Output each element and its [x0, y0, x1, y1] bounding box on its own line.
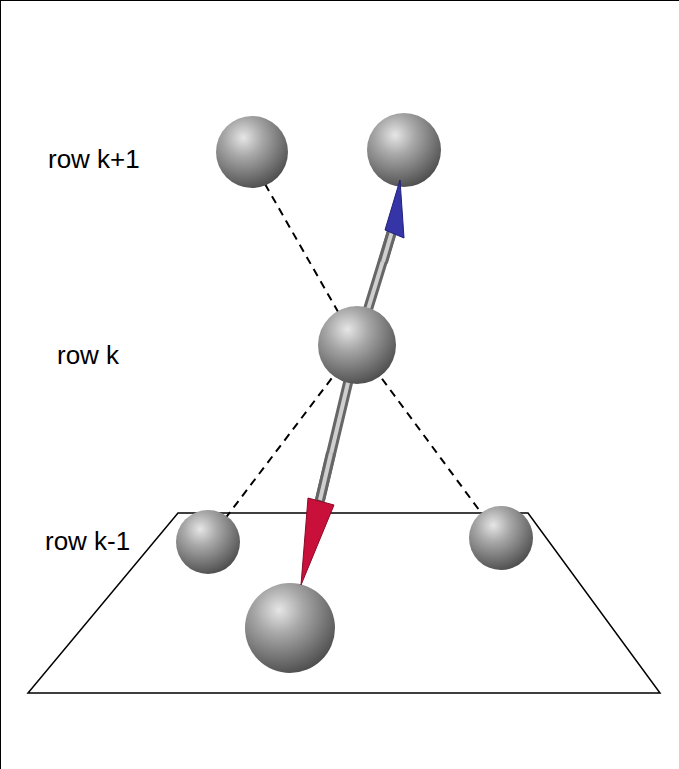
atom: [216, 116, 288, 188]
plane: [28, 513, 660, 693]
arrow-head-red: [301, 498, 334, 585]
atom: [176, 510, 240, 574]
atom: [469, 506, 533, 570]
atom: [367, 113, 441, 187]
bond-lines: [218, 184, 488, 528]
spin-arrow-rod: [320, 228, 393, 500]
arrow-head-blue: [385, 180, 404, 238]
row-label: row k-1: [45, 528, 130, 554]
atom: [245, 583, 335, 673]
row-label: row k: [57, 342, 119, 368]
atom: [318, 306, 396, 384]
row-label: row k+1: [48, 146, 140, 172]
